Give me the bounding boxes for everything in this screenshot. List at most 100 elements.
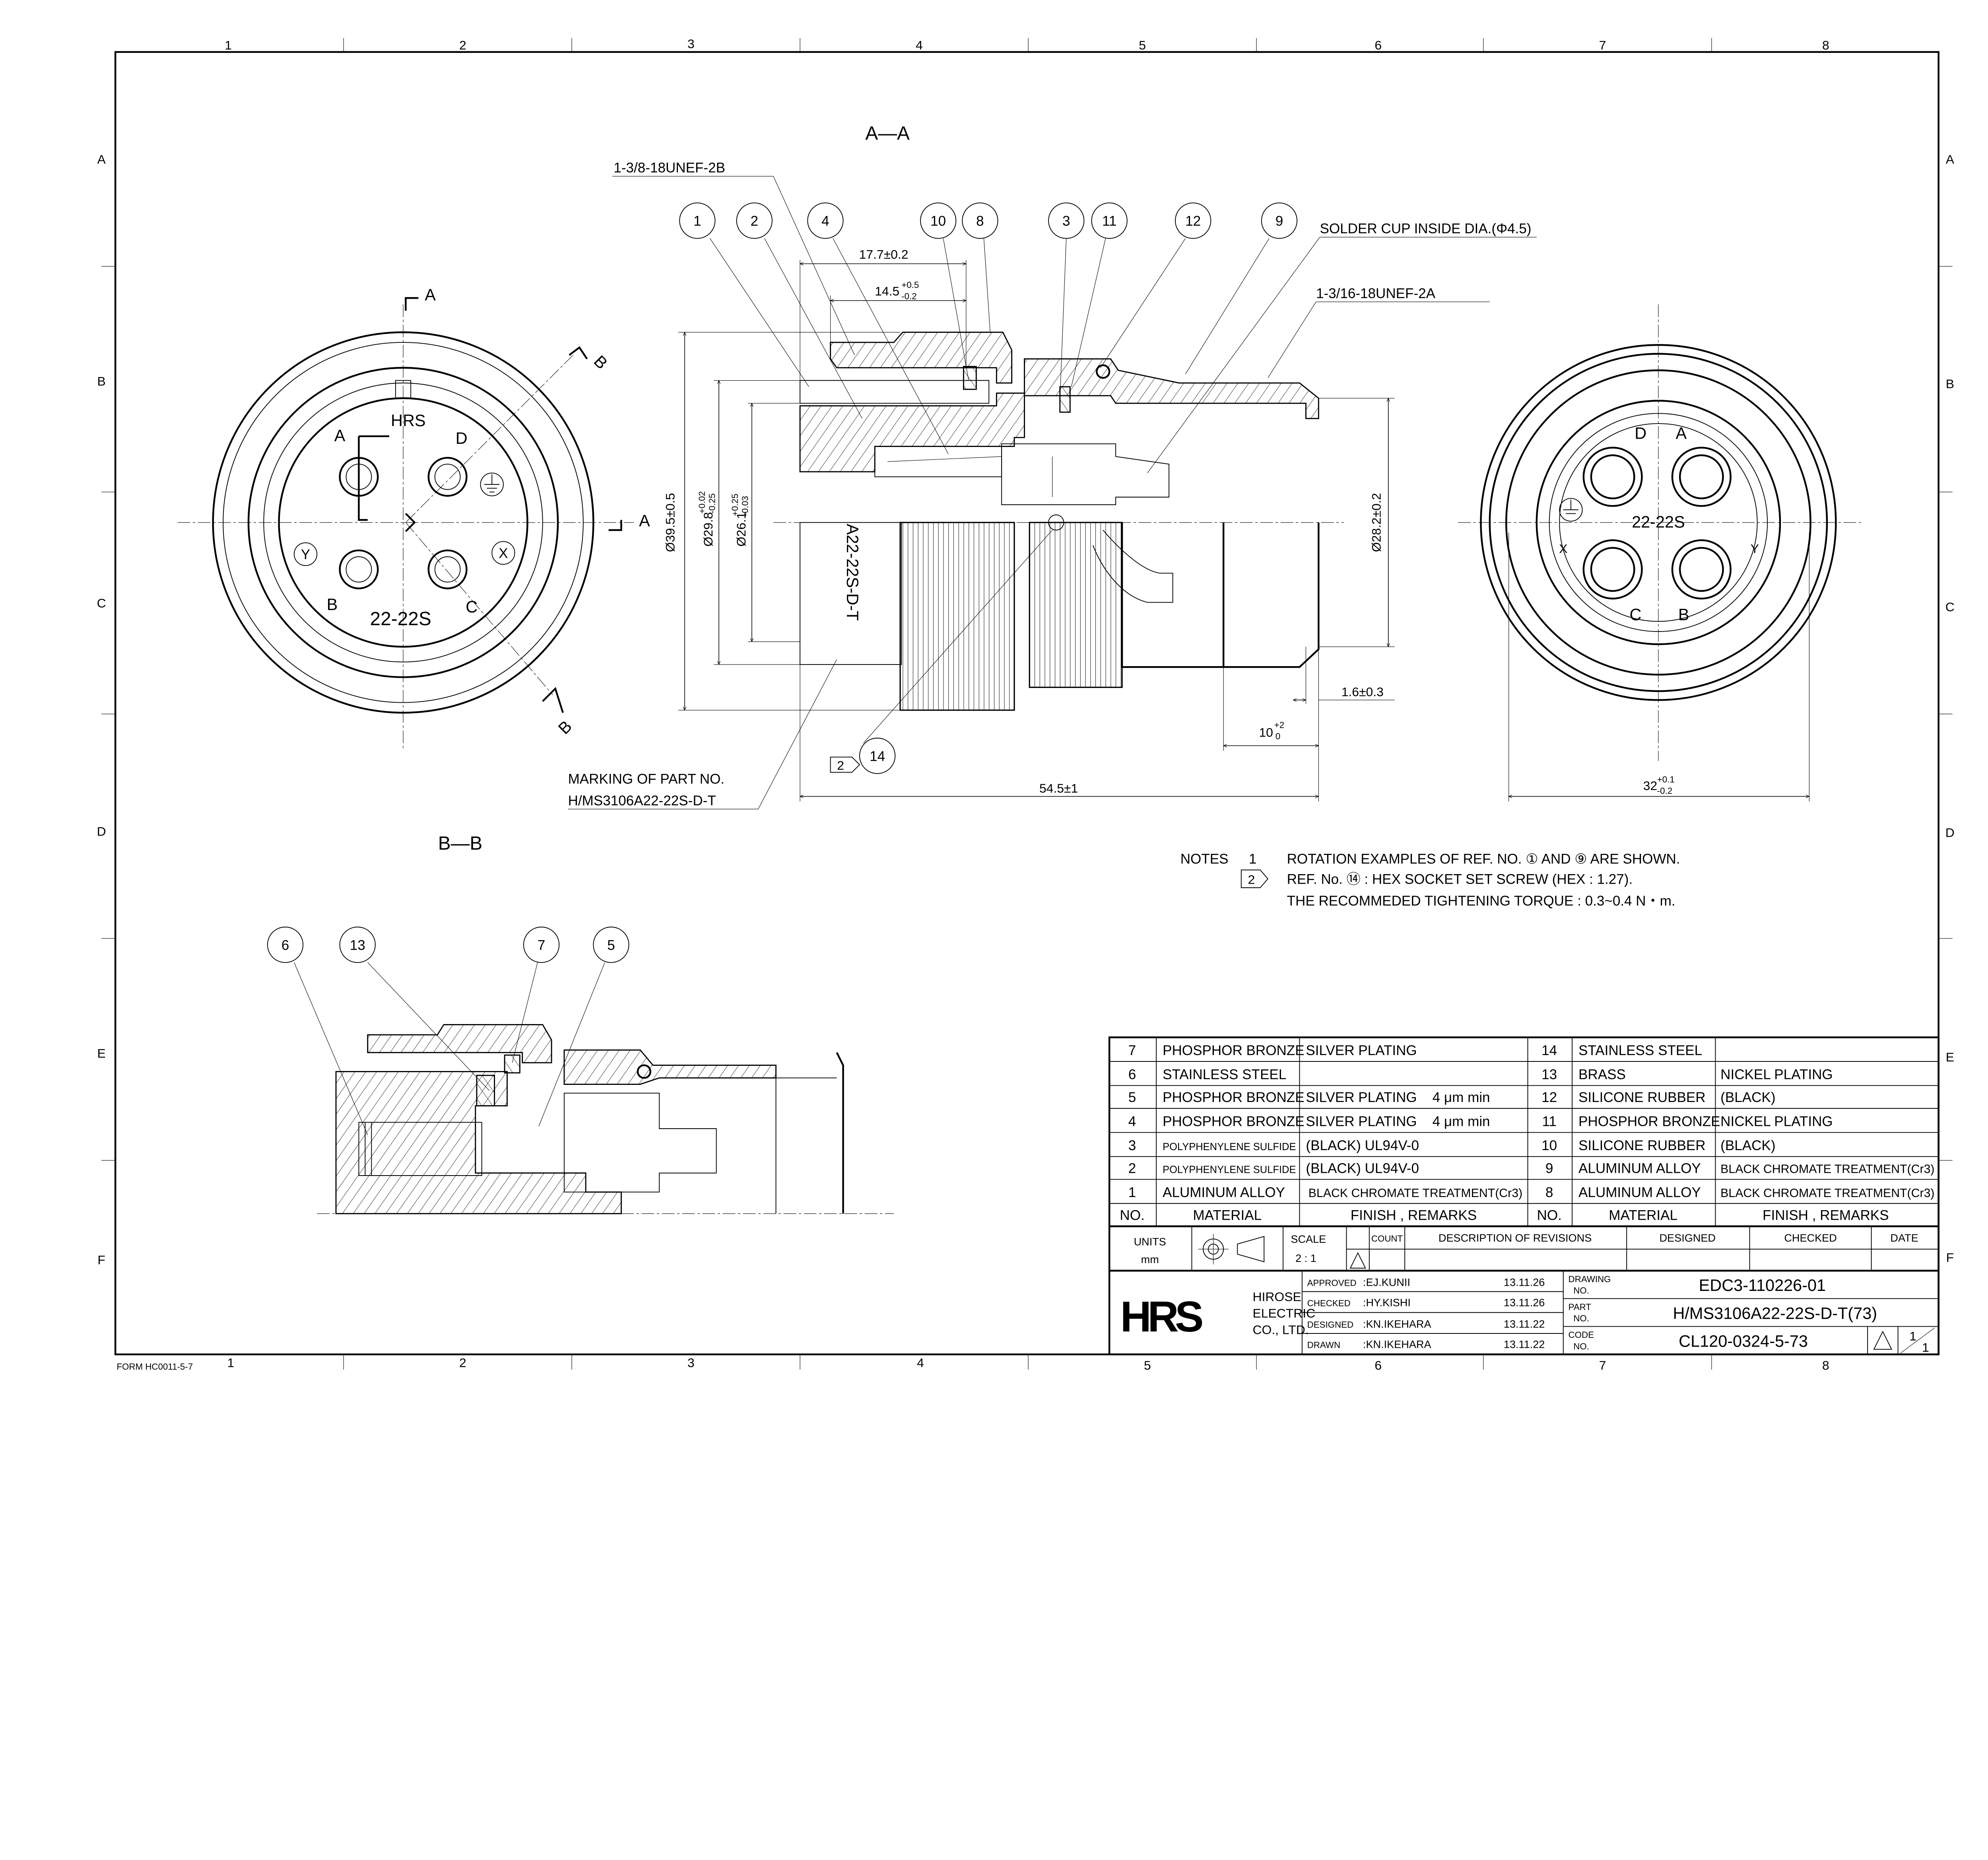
svg-text:BLACK CHROMATE TREATMENT(Cr3): BLACK CHROMATE TREATMENT(Cr3) [1309, 1187, 1522, 1200]
row-label: A [97, 152, 106, 166]
scale-label: SCALE [1291, 1233, 1326, 1245]
column-label: 7 [1599, 38, 1606, 52]
svg-text:10: 10 [1541, 1138, 1557, 1153]
revision-triangle-icon [1349, 1252, 1366, 1269]
balloon-number: 13 [350, 937, 365, 953]
date-header: DATE [1890, 1232, 1918, 1244]
svg-text:SILICONE RUBBER: SILICONE RUBBER [1578, 1090, 1706, 1105]
view-title-section-bb: B—B [438, 833, 483, 854]
svg-text:(BLACK) UL94V-0: (BLACK) UL94V-0 [1306, 1161, 1419, 1176]
row-label: F [1946, 1250, 1954, 1265]
marking-value: H/MS3106A22-22S-D-T [568, 793, 716, 809]
ground-icon [1559, 498, 1583, 522]
contact-label: B [1678, 605, 1689, 624]
row-label: B [1946, 377, 1954, 391]
thread-callout-rear: 1-3/16-18UNEF-2A [1316, 286, 1436, 301]
svg-text:FINISH , REMARKS: FINISH , REMARKS [1763, 1208, 1889, 1223]
code-number: CL120-0324-5-73 [1679, 1331, 1808, 1350]
contact-label: D [456, 429, 468, 447]
contact-d [1582, 447, 1643, 507]
dimensions: 17.7±0.2 14.5 +0.5 -0.2 Ø39.5±0.5 Ø29.8 … [663, 247, 1809, 802]
column-label: 3 [687, 1355, 695, 1370]
svg-text:2: 2 [1128, 1161, 1136, 1176]
dim-dia-26-1-lower: -0.03 [740, 496, 750, 516]
balloon-13: 13 [339, 927, 376, 963]
code-no-label: NO. [1573, 1341, 1589, 1351]
contact-c [427, 549, 468, 589]
title-block: HRS HIROSE ELECTRIC CO., LTD. APPROVED :… [1108, 1269, 1939, 1355]
polarity-x: X [1559, 541, 1567, 556]
svg-text:6: 6 [1128, 1067, 1136, 1083]
dim-dia-28-2: Ø28.2±0.2 [1369, 493, 1384, 552]
balloon-number: 1 [693, 214, 701, 229]
balloon-group: 1 2 4 10 8 3 11 12 9 14 [568, 176, 1537, 809]
svg-text:9: 9 [1545, 1161, 1553, 1176]
section-b-b: B—B 6 13 7 5 [267, 833, 894, 1215]
svg-text:ALUMINUM ALLOY: ALUMINUM ALLOY [1163, 1185, 1285, 1200]
company-name: CO., LTD. [1253, 1323, 1309, 1337]
svg-text:11: 11 [1542, 1114, 1556, 1129]
dim-32-upper: +0.1 [1657, 774, 1675, 784]
approval-date: 13.11.22 [1504, 1338, 1545, 1351]
dim-14-5-upper: +0.5 [901, 280, 919, 290]
contact-label: A [1675, 424, 1687, 442]
svg-text:(BLACK): (BLACK) [1720, 1138, 1775, 1153]
approval-role: DESIGNED [1307, 1320, 1354, 1330]
note-flag-2: 2 [830, 756, 860, 773]
hrs-logo-marking: HRS [391, 411, 426, 430]
cut-label-b: B [590, 352, 612, 373]
svg-text:SILICONE RUBBER: SILICONE RUBBER [1578, 1138, 1706, 1153]
designed-header: DESIGNED [1659, 1232, 1716, 1244]
dim-14-5: 14.5 [875, 284, 899, 298]
balloon-4: 4 [807, 202, 844, 239]
sheet-frame: 1 2 3 4 5 6 7 8 1 2 3 4 5 6 7 8 A B C D … [97, 37, 1955, 1372]
dim-dia-29-8: Ø29.8 [701, 512, 715, 547]
balloon-number: 3 [1062, 214, 1070, 229]
approval-date: 13.11.26 [1504, 1276, 1545, 1288]
svg-text:8: 8 [1545, 1185, 1553, 1200]
cut-label-a: A [425, 286, 436, 304]
svg-text:SILVER PLATING 4 μm min: SILVER PLATING 4 μm min [1306, 1090, 1490, 1105]
column-label: 1 [227, 1355, 234, 1370]
drawing-no-label: NO. [1573, 1286, 1589, 1296]
svg-text:STAINLESS STEEL: STAINLESS STEEL [1163, 1067, 1286, 1083]
column-label: 5 [1139, 38, 1146, 52]
company-name: HIROSE [1253, 1290, 1301, 1304]
balloon-number: 14 [870, 748, 885, 764]
rear-view: D A C B 22-22S X Y [1458, 304, 1864, 761]
marking-label: MARKING OF PART NO. [568, 772, 725, 787]
dim-14-5-lower: -0.2 [901, 292, 916, 301]
code-no-label: CODE [1569, 1330, 1594, 1340]
svg-text:STAINLESS STEEL: STAINLESS STEEL [1578, 1043, 1702, 1058]
svg-text:4: 4 [1128, 1114, 1136, 1129]
polarity-y: Y [301, 547, 310, 562]
balloon-1: 1 [679, 202, 716, 239]
notes-heading: NOTES [1180, 851, 1229, 867]
note-flag-number: 2 [837, 758, 844, 773]
balloon-number: 9 [1276, 214, 1283, 229]
contact-label: D [1635, 424, 1646, 442]
balloon-number: 7 [538, 937, 546, 953]
column-label: 3 [687, 37, 695, 51]
svg-text:NO.: NO. [1120, 1208, 1144, 1223]
sheet-number: 1 [1909, 1329, 1916, 1343]
svg-text:12: 12 [1541, 1090, 1557, 1105]
svg-text:POLYPHENYLENE SULFIDE: POLYPHENYLENE SULFIDE [1163, 1164, 1296, 1176]
description-header: DESCRIPTION OF REVISIONS [1439, 1232, 1592, 1244]
drawing-number: EDC3-110226-01 [1699, 1276, 1826, 1294]
column-label: 7 [1599, 1358, 1606, 1372]
section-a-a: A—A A22-22S-D-T 1 2 4 10 8 3 11 12 9 [568, 123, 1809, 809]
column-label: 6 [1375, 38, 1382, 52]
svg-text:BRASS: BRASS [1578, 1067, 1626, 1083]
balloon-11: 11 [1091, 202, 1128, 239]
revision-block: UNITS mm SCALE 2 : 1 COUNT DESCRIPTION O… [1108, 1225, 1939, 1272]
dim-32-lower: -0.2 [1657, 786, 1672, 796]
notes: NOTES 1 ROTATION EXAMPLES OF REF. NO. ① … [1180, 851, 1680, 909]
svg-text:PHOSPHOR BRONZE: PHOSPHOR BRONZE [1163, 1114, 1305, 1129]
approval-role: APPROVED [1307, 1278, 1357, 1288]
svg-text:5: 5 [1128, 1090, 1136, 1105]
